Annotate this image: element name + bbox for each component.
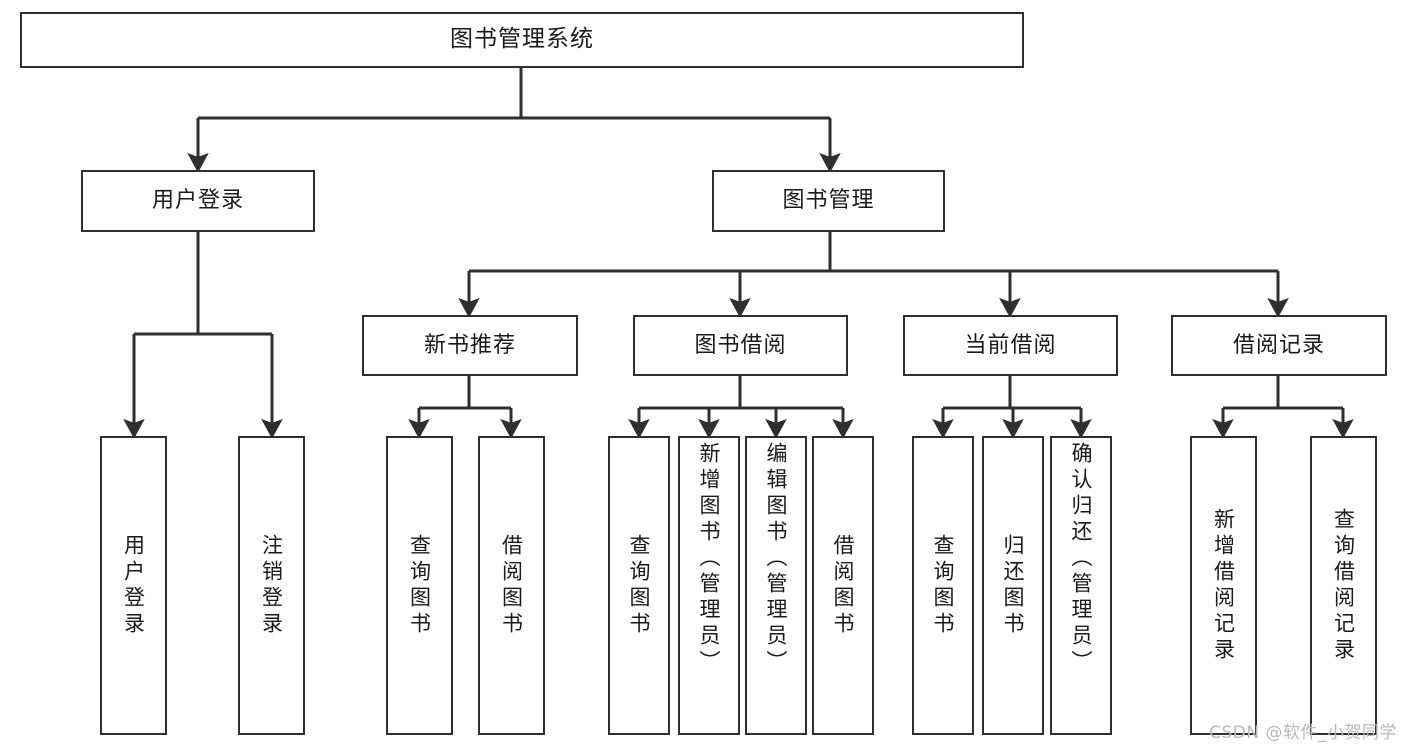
node-leaf-logout-label: 注销登录	[259, 533, 284, 638]
node-current-borrow[interactable]: 当前借阅	[903, 315, 1118, 376]
node-leaf-query-book-3[interactable]: 查询图书	[912, 436, 974, 735]
node-leaf-query-record-label: 查询借阅记录	[1331, 507, 1356, 664]
csdn-watermark: CSDN @软件_小贺同学	[1209, 723, 1397, 743]
node-user-login[interactable]: 用户登录	[81, 170, 315, 232]
node-leaf-borrow-book-2-label: 借阅图书	[831, 533, 856, 638]
node-current-borrow-label: 当前借阅	[964, 332, 1057, 358]
node-leaf-borrow-book-1[interactable]: 借阅图书	[478, 436, 545, 735]
node-leaf-add-record-label: 新增借阅记录	[1211, 507, 1236, 664]
node-leaf-add-record[interactable]: 新增借阅记录	[1190, 436, 1257, 735]
node-book-borrow[interactable]: 图书借阅	[633, 315, 848, 376]
node-leaf-query-book-1[interactable]: 查询图书	[386, 436, 453, 735]
node-leaf-confirm-return[interactable]: 确认归还（管理员）	[1050, 436, 1112, 735]
node-leaf-logout[interactable]: 注销登录	[238, 436, 305, 735]
node-leaf-add-book[interactable]: 新增图书（管理员）	[678, 436, 740, 735]
node-borrow-record[interactable]: 借阅记录	[1171, 315, 1387, 376]
node-leaf-user-login[interactable]: 用户登录	[100, 436, 167, 735]
node-leaf-confirm-return-label: 确认归还（管理员）	[1069, 442, 1094, 676]
node-leaf-edit-book[interactable]: 编辑图书（管理员）	[745, 436, 807, 735]
node-leaf-edit-book-label: 编辑图书（管理员）	[764, 442, 789, 676]
node-root[interactable]: 图书管理系统	[20, 12, 1024, 68]
node-new-book-rec-label: 新书推荐	[423, 332, 516, 358]
node-leaf-add-book-label: 新增图书（管理员）	[697, 442, 722, 676]
node-user-login-label: 用户登录	[151, 188, 244, 214]
node-borrow-record-label: 借阅记录	[1232, 332, 1325, 358]
node-book-borrow-label: 图书借阅	[694, 332, 787, 358]
node-leaf-query-book-2-label: 查询图书	[627, 533, 652, 638]
node-leaf-user-login-label: 用户登录	[121, 533, 146, 638]
node-book-manage[interactable]: 图书管理	[712, 170, 945, 232]
node-leaf-return-book[interactable]: 归还图书	[982, 436, 1044, 735]
node-leaf-borrow-book-1-label: 借阅图书	[499, 533, 524, 638]
node-leaf-query-book-2[interactable]: 查询图书	[608, 436, 670, 735]
node-leaf-query-book-1-label: 查询图书	[407, 533, 432, 638]
node-leaf-borrow-book-2[interactable]: 借阅图书	[812, 436, 874, 735]
node-root-label: 图书管理系统	[450, 26, 594, 53]
node-book-manage-label: 图书管理	[782, 188, 875, 214]
node-leaf-query-record[interactable]: 查询借阅记录	[1310, 436, 1377, 735]
node-new-book-rec[interactable]: 新书推荐	[362, 315, 578, 376]
node-leaf-return-book-label: 归还图书	[1001, 533, 1026, 638]
node-leaf-query-book-3-label: 查询图书	[931, 533, 956, 638]
